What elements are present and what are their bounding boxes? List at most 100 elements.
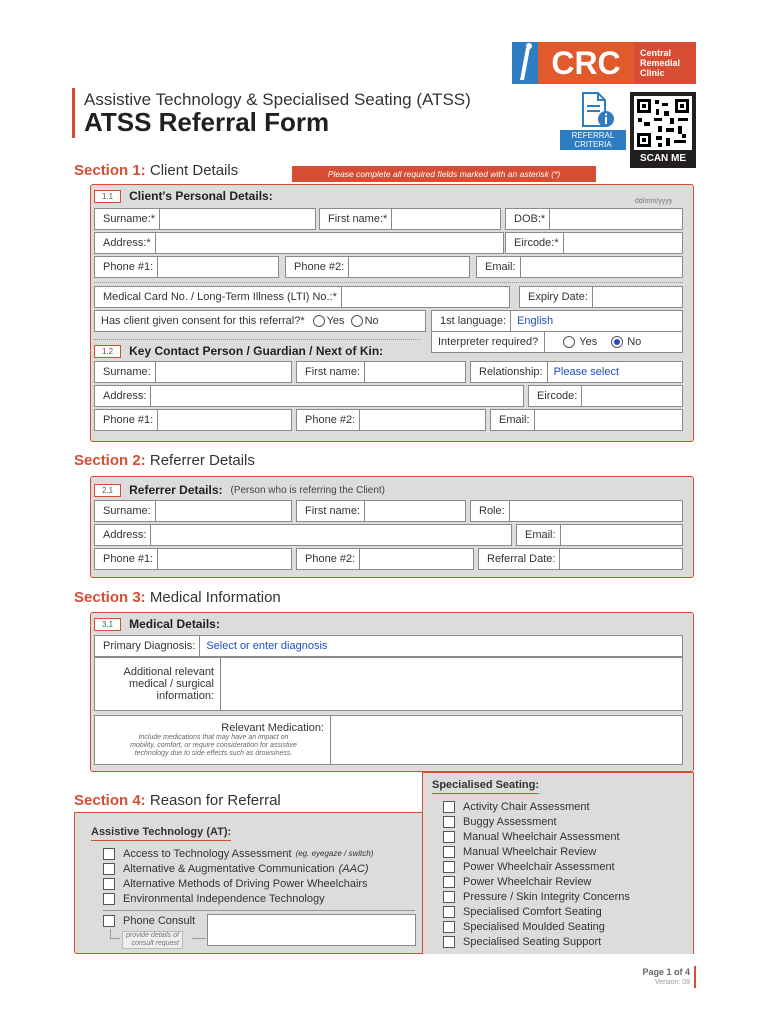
seating-checkbox[interactable] bbox=[443, 830, 455, 843]
referrer-surname-field[interactable]: Surname: bbox=[94, 500, 292, 522]
expiry-date-field[interactable]: Expiry Date: bbox=[519, 286, 683, 308]
qr-code[interactable]: SCAN ME bbox=[630, 92, 696, 168]
at-item[interactable]: Access to Technology Assessment(eg. eyeg… bbox=[103, 846, 373, 861]
at-checkbox[interactable] bbox=[103, 847, 115, 860]
footer-accent-bar bbox=[694, 966, 696, 988]
client-eircode-field[interactable]: Eircode:* bbox=[505, 232, 683, 254]
contact-first-name-field[interactable]: First name: bbox=[296, 361, 466, 383]
at-underline bbox=[103, 910, 415, 911]
client-address-field[interactable]: Address:* bbox=[94, 232, 504, 254]
crc-logo: CRC Central Remedial Clinic bbox=[512, 42, 696, 84]
referrer-phone2-field[interactable]: Phone #2: bbox=[296, 548, 474, 570]
seating-checkbox[interactable] bbox=[443, 875, 455, 888]
version: Version: 09 bbox=[654, 979, 690, 986]
interpreter-yes-radio[interactable] bbox=[563, 336, 576, 348]
date-format-hint: dd/mm/yyyy bbox=[635, 198, 673, 205]
at-checkbox[interactable] bbox=[103, 862, 115, 875]
client-email-field[interactable]: Email: bbox=[476, 256, 683, 278]
at-item[interactable]: Alternative Methods of Driving Power Whe… bbox=[103, 876, 373, 891]
consult-details-input[interactable] bbox=[207, 914, 416, 946]
seating-checkbox[interactable] bbox=[443, 815, 455, 828]
seating-checkbox[interactable] bbox=[443, 890, 455, 903]
section3-heading: Section 3: Medical Information bbox=[74, 589, 281, 606]
section4-top-rule bbox=[74, 812, 422, 813]
seating-item[interactable]: Buggy Assessment bbox=[443, 814, 630, 829]
seating-panel bbox=[422, 772, 694, 954]
client-surname-field[interactable]: Surname:* bbox=[94, 208, 316, 230]
phone-consult-checkbox[interactable] bbox=[103, 914, 115, 927]
referrer-first-name-field[interactable]: First name: bbox=[296, 500, 466, 522]
phone-consult-item[interactable]: Phone Consult bbox=[103, 913, 195, 928]
primary-diagnosis-field[interactable]: Primary Diagnosis:Select or enter diagno… bbox=[94, 635, 683, 657]
referrer-role-field[interactable]: Role: bbox=[470, 500, 683, 522]
seating-checkbox[interactable] bbox=[443, 800, 455, 813]
seating-item[interactable]: Power Wheelchair Review bbox=[443, 874, 630, 889]
seating-checkbox[interactable] bbox=[443, 935, 455, 948]
contact-phone1-field[interactable]: Phone #1: bbox=[94, 409, 292, 431]
relevant-medication-field[interactable]: Relevant Medication: Include medications… bbox=[94, 715, 683, 765]
seating-item[interactable]: Specialised Seating Support bbox=[443, 934, 630, 949]
contact-eircode-field[interactable]: Eircode: bbox=[528, 385, 683, 407]
referrer-address-field[interactable]: Address: bbox=[94, 524, 512, 546]
client-phone2-field[interactable]: Phone #2: bbox=[285, 256, 470, 278]
seating-item[interactable]: Power Wheelchair Assessment bbox=[443, 859, 630, 874]
referral-date-field[interactable]: Referral Date: bbox=[478, 548, 683, 570]
seating-checkbox[interactable] bbox=[443, 860, 455, 873]
contact-address-field[interactable]: Address: bbox=[94, 385, 524, 407]
contact-surname-field[interactable]: Surname: bbox=[94, 361, 292, 383]
referral-criteria-link[interactable]: REFERRAL CRITERIA bbox=[560, 92, 626, 152]
seating-item[interactable]: Manual Wheelchair Assessment bbox=[443, 829, 630, 844]
at-title: Assistive Technology (AT): bbox=[91, 826, 232, 841]
seating-checkbox[interactable] bbox=[443, 905, 455, 918]
header-accent-bar bbox=[72, 88, 75, 138]
consult-note: provide details of consult request bbox=[122, 931, 183, 949]
required-fields-banner: Please complete all required fields mark… bbox=[292, 166, 596, 182]
page-number: Page 1 of 4 bbox=[642, 967, 690, 977]
medical-card-field[interactable]: Medical Card No. / Long-Term Illness (LT… bbox=[94, 286, 510, 308]
referrer-phone1-field[interactable]: Phone #1: bbox=[94, 548, 292, 570]
consult-bracket bbox=[110, 929, 120, 939]
seating-item[interactable]: Manual Wheelchair Review bbox=[443, 844, 630, 859]
consent-question: Has client given consent for this referr… bbox=[94, 310, 426, 332]
crc-logo-org: Central Remedial Clinic bbox=[634, 42, 696, 84]
client-dob-field[interactable]: DOB:* bbox=[505, 208, 683, 230]
form-subtitle: Assistive Technology & Specialised Seati… bbox=[84, 90, 471, 109]
contact-phone2-field[interactable]: Phone #2: bbox=[296, 409, 486, 431]
consent-no-radio[interactable] bbox=[350, 315, 363, 327]
section1-heading: Section 1: Client Details bbox=[74, 162, 239, 179]
relationship-select[interactable]: Relationship:Please select bbox=[470, 361, 683, 383]
at-list: Access to Technology Assessment(eg. eyeg… bbox=[103, 846, 373, 906]
client-phone1-field[interactable]: Phone #1: bbox=[94, 256, 279, 278]
seating-list: Activity Chair Assessment Buggy Assessme… bbox=[443, 799, 630, 949]
at-item[interactable]: Alternative & Augmentative Communication… bbox=[103, 861, 373, 876]
consent-yes-radio[interactable] bbox=[312, 315, 325, 327]
client-first-name-field[interactable]: First name:* bbox=[319, 208, 501, 230]
crc-logo-figure-icon bbox=[512, 42, 538, 84]
document-info-icon bbox=[582, 92, 614, 127]
at-item[interactable]: Environmental Independence Technology bbox=[103, 891, 373, 906]
additional-info-field[interactable]: Additional relevant medical / surgical i… bbox=[94, 657, 683, 711]
referrer-email-field[interactable]: Email: bbox=[516, 524, 683, 546]
consult-connector bbox=[192, 938, 206, 939]
crc-logo-text: CRC bbox=[538, 42, 634, 84]
seating-item[interactable]: Pressure / Skin Integrity Concerns bbox=[443, 889, 630, 904]
seating-checkbox[interactable] bbox=[443, 920, 455, 933]
section2-heading: Section 2: Referrer Details bbox=[74, 452, 255, 469]
at-checkbox[interactable] bbox=[103, 877, 115, 890]
seating-checkbox[interactable] bbox=[443, 845, 455, 858]
qr-code-icon bbox=[634, 96, 692, 150]
seating-item[interactable]: Specialised Comfort Seating bbox=[443, 904, 630, 919]
seating-item[interactable]: Specialised Moulded Seating bbox=[443, 919, 630, 934]
interpreter-no-radio[interactable] bbox=[611, 336, 624, 348]
contact-email-field[interactable]: Email: bbox=[490, 409, 683, 431]
seating-item[interactable]: Activity Chair Assessment bbox=[443, 799, 630, 814]
at-checkbox[interactable] bbox=[103, 892, 115, 905]
scan-me-label: SCAN ME bbox=[639, 153, 687, 164]
form-title: ATSS Referral Form bbox=[84, 107, 330, 137]
first-language-field[interactable]: 1st language:English bbox=[431, 310, 683, 332]
